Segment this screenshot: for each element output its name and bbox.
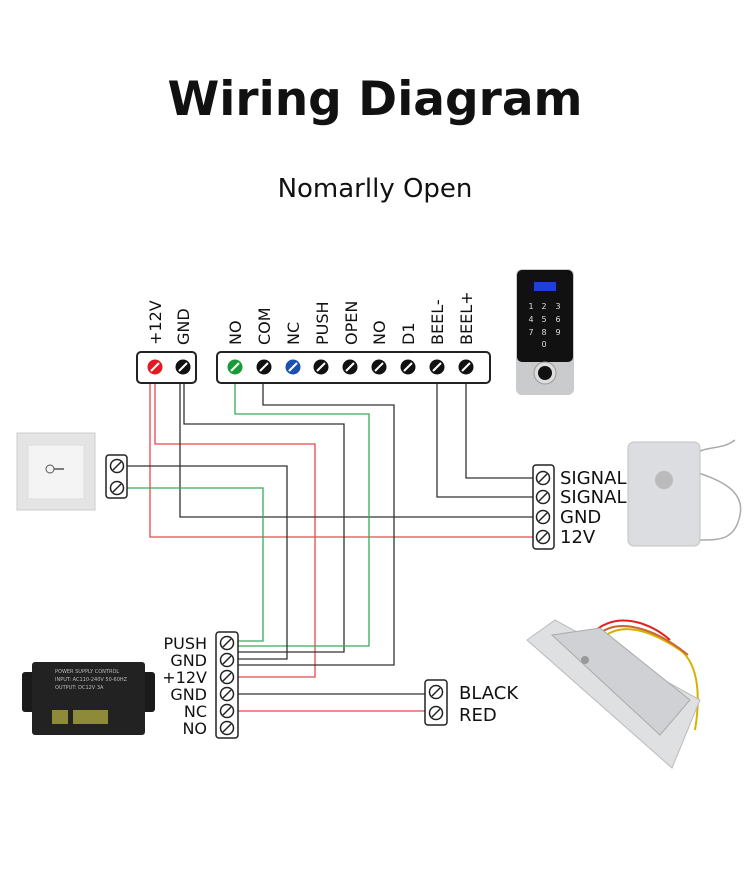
terminal-label-no2: NO bbox=[370, 320, 389, 345]
psu-label-12v: +12V bbox=[162, 668, 207, 687]
wire-12v-to-psu bbox=[154, 367, 316, 678]
lock-terminal: BLACK RED bbox=[424, 679, 519, 726]
siren-label-signal-2: SIGNAL bbox=[560, 487, 627, 508]
terminal-label-d1: D1 bbox=[399, 323, 418, 346]
wire-gnd-to-psu bbox=[183, 367, 345, 653]
terminal-label-com: COM bbox=[255, 307, 274, 345]
key-4: 4 bbox=[528, 315, 533, 324]
psu-label-push: PUSH bbox=[163, 634, 207, 653]
power-supply-image: POWER SUPPLY CONTROL INPUT: AC110-240V 5… bbox=[22, 662, 155, 735]
diagram-title: Wiring Diagram bbox=[167, 72, 583, 127]
screw-com bbox=[256, 359, 272, 375]
psu-label: POWER SUPPLY CONTROL bbox=[55, 669, 119, 675]
wire-com-to-psu-gnd bbox=[238, 367, 395, 666]
screw-beel-plus bbox=[458, 359, 474, 375]
wires bbox=[117, 367, 535, 712]
key-2: 2 bbox=[541, 302, 546, 311]
terminal-label-push: PUSH bbox=[313, 301, 332, 345]
screw-no bbox=[227, 359, 243, 375]
key-6: 6 bbox=[555, 315, 560, 324]
screw-d1 bbox=[400, 359, 416, 375]
psu-label-gnd: GND bbox=[170, 651, 207, 670]
key-5: 5 bbox=[541, 315, 546, 324]
key-7: 7 bbox=[528, 328, 533, 337]
screw-push bbox=[313, 359, 329, 375]
wire-gnd-to-siren bbox=[179, 367, 535, 518]
screw-open bbox=[342, 359, 358, 375]
key-3: 3 bbox=[555, 302, 560, 311]
screw-nc bbox=[285, 359, 301, 375]
psu-label-gnd2: GND bbox=[170, 685, 207, 704]
terminal-label-no: NO bbox=[226, 320, 245, 345]
psu-input-label: INPUT: AC110-240V 50-60HZ bbox=[55, 677, 128, 683]
wire-exit-green bbox=[117, 487, 264, 642]
psu-label-nc: NC bbox=[184, 702, 207, 721]
wire-exit-black bbox=[117, 465, 288, 660]
siren-label-12v: 12V bbox=[560, 527, 596, 548]
controller-terminal-block bbox=[136, 351, 491, 384]
wire-beel-minus bbox=[436, 367, 535, 498]
terminal-label-open: OPEN bbox=[342, 301, 361, 345]
siren-label-signal-1: SIGNAL bbox=[560, 468, 627, 489]
exit-button-image bbox=[16, 432, 96, 511]
key-8: 8 bbox=[541, 328, 546, 337]
terminal-label-12v: +12V bbox=[146, 300, 165, 345]
key-9: 9 bbox=[555, 328, 560, 337]
terminal-label-beel-minus: BEEL- bbox=[428, 299, 447, 345]
lock-label-red: RED bbox=[459, 705, 497, 726]
keypad-device-image: 1 2 3 4 5 6 7 8 9 0 bbox=[516, 269, 574, 395]
diagram-subtitle: Nomarlly Open bbox=[277, 174, 473, 204]
lock-label-black: BLACK bbox=[459, 683, 519, 704]
siren-terminal: SIGNAL SIGNAL GND 12V bbox=[532, 464, 627, 550]
psu-label-no: NO bbox=[182, 719, 207, 738]
screw-no2 bbox=[371, 359, 387, 375]
key-1: 1 bbox=[528, 302, 533, 311]
exit-button-terminal bbox=[105, 454, 128, 499]
siren-label-gnd: GND bbox=[560, 507, 601, 528]
key-0: 0 bbox=[541, 340, 546, 349]
wire-no-to-psu-push bbox=[234, 367, 370, 647]
wire-beel-plus bbox=[465, 367, 535, 479]
screw-gnd bbox=[175, 359, 191, 375]
screw-beel-minus bbox=[429, 359, 445, 375]
terminal-label-gnd: GND bbox=[174, 308, 193, 345]
siren-image bbox=[627, 439, 742, 547]
wire-12v-to-siren bbox=[149, 367, 535, 538]
power-supply-terminal: PUSH GND +12V GND NC NO bbox=[162, 631, 239, 739]
psu-output-label: OUTPUT: DC12V 3A bbox=[55, 685, 104, 691]
screw-12v bbox=[147, 359, 163, 375]
terminal-label-beel-plus: BEEL+ bbox=[457, 291, 476, 345]
electric-lock-image bbox=[526, 619, 701, 769]
controller-labels: +12V GND NO COM NC PUSH OPEN NO D1 BEEL-… bbox=[146, 291, 476, 345]
terminal-label-nc: NC bbox=[284, 322, 303, 345]
